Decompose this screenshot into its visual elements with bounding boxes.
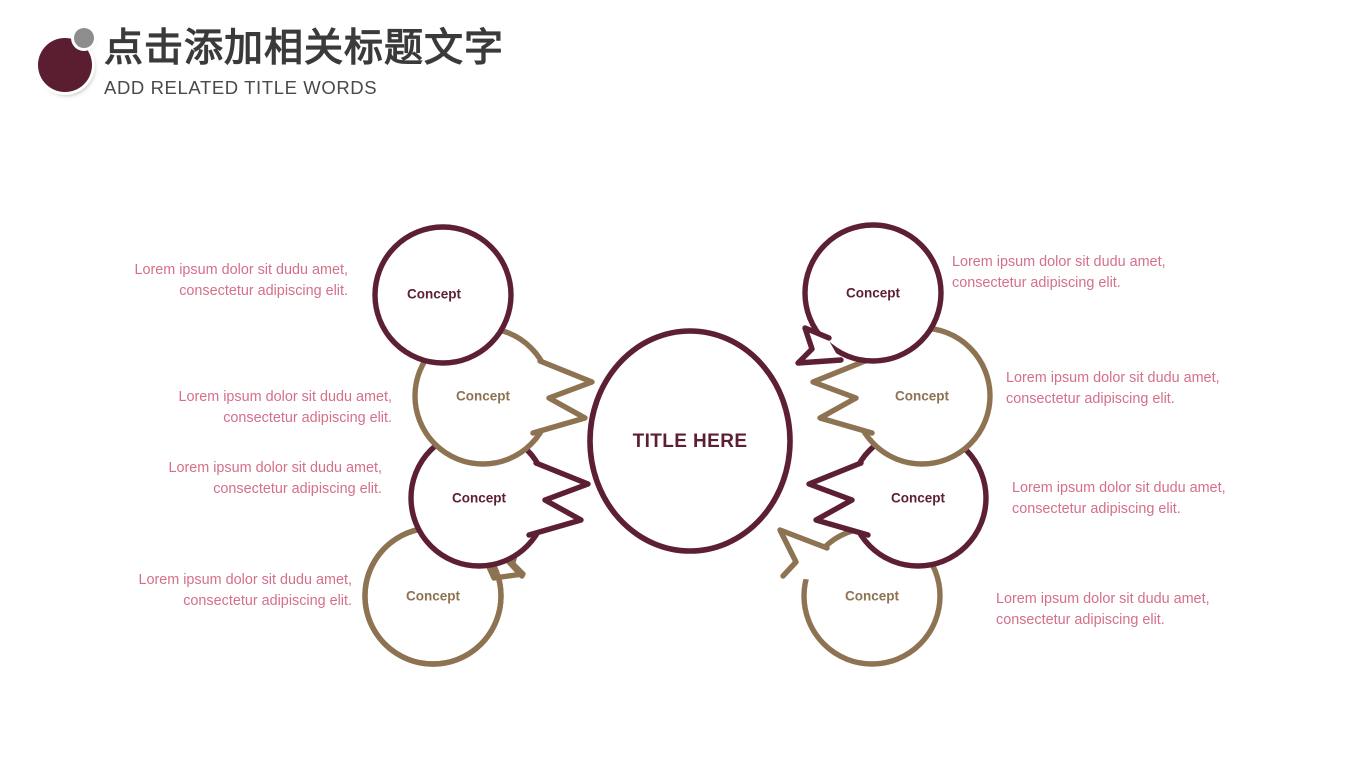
caption-right-3-line2: consectetur adipiscing elit. [1012,501,1181,517]
bubble-left-3[interactable]: Concept [408,427,591,569]
caption-left-3-line2: consectetur adipiscing elit. [213,481,382,497]
page-title: 点击添加相关标题文字 [104,26,505,71]
caption-left-3: Lorem ipsum dolor sit dudu amet, consect… [82,458,382,500]
center-circle[interactable]: TITLE HERE [587,328,793,554]
caption-left-1-line2: consectetur adipiscing elit. [179,283,348,299]
bubble-left-3-label: Concept [452,491,507,506]
caption-right-4-line2: consectetur adipiscing elit. [996,612,1165,628]
caption-left-4-line2: consectetur adipiscing elit. [183,593,352,609]
bubble-right-3-tail [806,460,871,538]
bubble-left-2-label: Concept [456,389,511,404]
caption-right-2-line1: Lorem ipsum dolor sit dudu amet, [1006,370,1220,386]
bubble-right-1[interactable]: Concept [795,222,944,366]
caption-left-1-line1: Lorem ipsum dolor sit dudu amet, [134,262,348,278]
caption-right-4: Lorem ipsum dolor sit dudu amet, consect… [996,589,1296,631]
caption-left-2-line2: consectetur adipiscing elit. [223,410,392,426]
title-block: 点击添加相关标题文字 ADD RELATED TITLE WORDS [104,24,504,100]
center-circle-ring [587,328,793,554]
bubble-right-3[interactable]: Concept [806,427,989,569]
bubble-left-3-tail [526,460,591,538]
bubble-right-1-ring [802,222,944,364]
bubble-left-1-ring [372,224,514,366]
caption-left-2-line1: Lorem ipsum dolor sit dudu amet, [178,389,392,405]
bubble-right-1-label: Concept [846,286,901,301]
caption-right-1-line2: consectetur adipiscing elit. [952,275,1121,291]
slide-header: 点击添加相关标题文字 ADD RELATED TITLE WORDS [0,0,1350,120]
bubble-right-2-label: Concept [895,389,950,404]
caption-right-2: Lorem ipsum dolor sit dudu amet, consect… [1006,368,1306,410]
logo-small-dot [74,28,94,48]
bubble-right-2-tail [810,358,875,436]
bubble-left-1[interactable]: Concept [372,224,514,366]
caption-left-4-line1: Lorem ipsum dolor sit dudu amet, [138,572,352,588]
bubble-right-4-tail [777,527,830,579]
bubble-right-4-label: Concept [845,589,900,604]
bubble-right-1-tail [795,325,844,366]
center-title-label: TITLE HERE [633,431,748,452]
bubble-right-3-label: Concept [891,491,946,506]
caption-right-1-line1: Lorem ipsum dolor sit dudu amet, [952,254,1166,270]
circle-logo-icon [38,28,102,92]
caption-right-4-line1: Lorem ipsum dolor sit dudu amet, [996,591,1210,607]
bubble-left-1-label: Concept [407,287,462,302]
caption-left-2: Lorem ipsum dolor sit dudu amet, consect… [92,387,392,429]
caption-right-1: Lorem ipsum dolor sit dudu amet, consect… [952,252,1252,294]
caption-right-3: Lorem ipsum dolor sit dudu amet, consect… [1012,478,1312,520]
caption-right-3-line1: Lorem ipsum dolor sit dudu amet, [1012,480,1226,496]
bubble-left-2-tail [530,358,595,436]
caption-left-1: Lorem ipsum dolor sit dudu amet, consect… [48,260,348,302]
bubble-left-4-label: Concept [406,589,461,604]
page-subtitle: ADD RELATED TITLE WORDS [104,77,378,98]
caption-left-3-line1: Lorem ipsum dolor sit dudu amet, [168,460,382,476]
caption-right-2-line2: consectetur adipiscing elit. [1006,391,1175,407]
caption-left-4: Lorem ipsum dolor sit dudu amet, consect… [52,570,352,612]
